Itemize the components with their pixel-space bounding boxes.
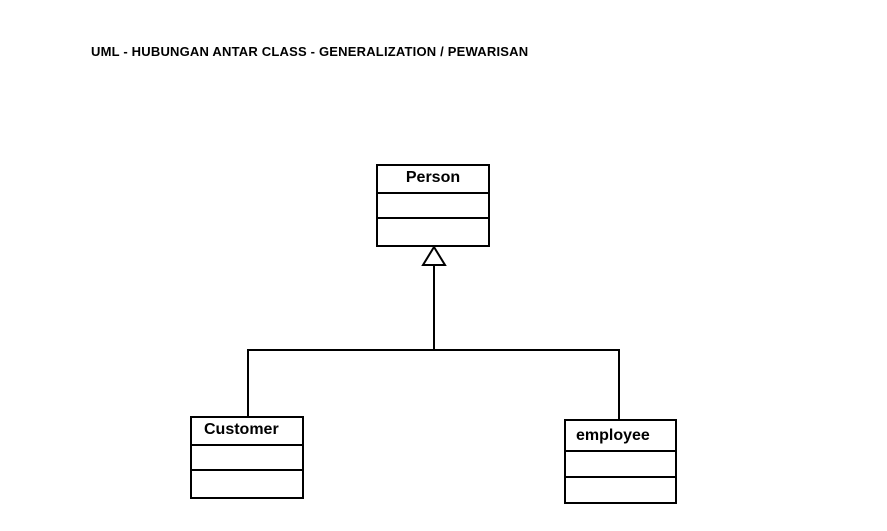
class-customer-methods	[192, 471, 302, 494]
generalization-arrowhead	[421, 245, 447, 266]
class-employee[interactable]: employee	[564, 419, 677, 504]
class-employee-methods	[566, 478, 675, 501]
class-person-methods	[378, 219, 488, 242]
class-customer-name: Customer	[192, 418, 302, 446]
diagram-title: UML - HUBUNGAN ANTAR CLASS - GENERALIZAT…	[91, 44, 529, 59]
class-person-attributes	[378, 194, 488, 219]
class-customer[interactable]: Customer	[190, 416, 304, 499]
class-employee-attributes	[566, 452, 675, 478]
class-employee-name: employee	[566, 421, 675, 452]
class-customer-attributes	[192, 446, 302, 471]
class-person[interactable]: Person	[376, 164, 490, 247]
class-person-name: Person	[378, 166, 488, 194]
